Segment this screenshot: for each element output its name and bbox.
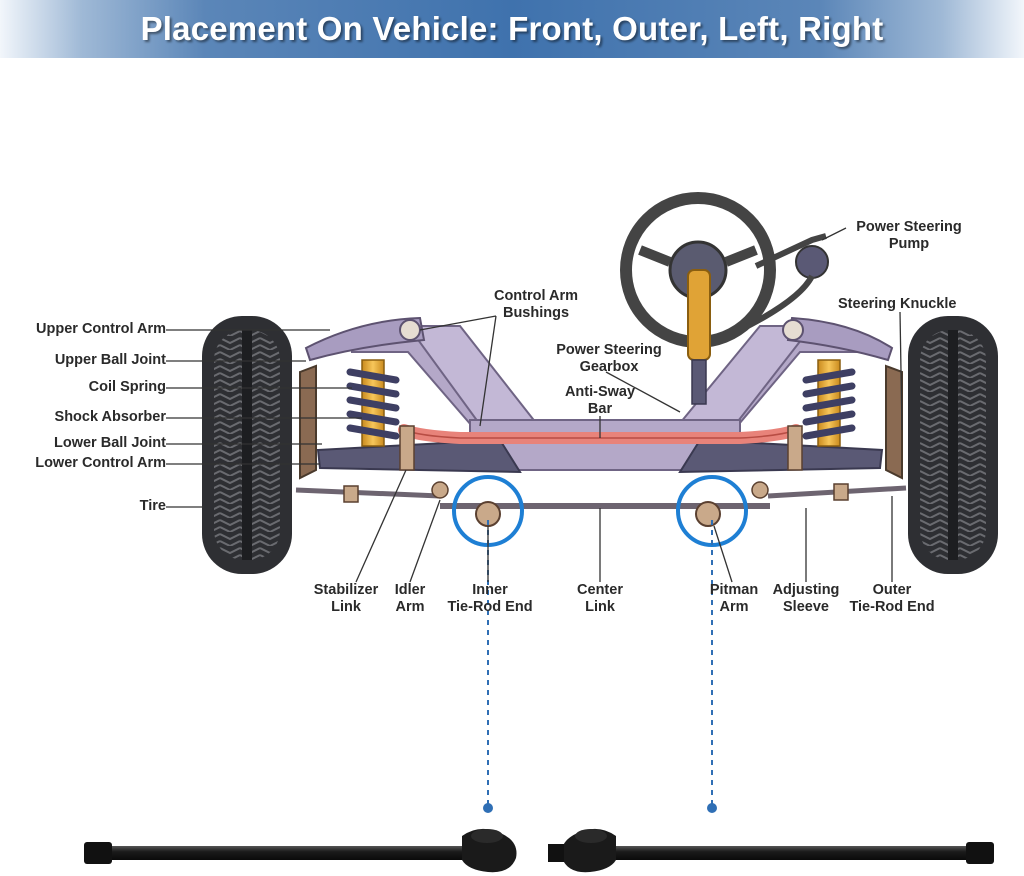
left-upper-control-arm — [304, 316, 426, 362]
label-power-steering-pump: Power Steering Pump — [856, 219, 962, 252]
leader-lines — [166, 227, 903, 583]
label-steering-knuckle: Steering Knuckle — [838, 296, 957, 312]
label-pitman-arm: Pitman Arm — [709, 582, 759, 615]
right-tire — [908, 316, 998, 574]
stabilizer-links — [399, 425, 803, 471]
label-stabilizer-link: Stabilizer Link — [313, 582, 379, 615]
steering-linkage — [295, 481, 907, 527]
steering-column — [687, 269, 711, 361]
right-upper-control-arm — [786, 316, 894, 362]
left-steering-knuckle — [299, 364, 317, 480]
page-title: Placement On Vehicle: Front, Outer, Left… — [140, 10, 884, 47]
tie-rod-part-icon — [84, 828, 517, 873]
tie-rod-part-icon — [548, 828, 994, 873]
label-upper-control-arm: Upper Control Arm — [36, 321, 166, 337]
dashed-connectors — [487, 520, 713, 804]
right-steering-knuckle — [885, 364, 903, 480]
label-tire: Tire — [139, 498, 166, 514]
title-banner: Placement On Vehicle: Front, Outer, Left… — [0, 0, 1024, 58]
right-upper-bushing — [782, 319, 804, 341]
label-outer-tie-rod-end: Outer Tie-Rod End — [849, 582, 935, 615]
left-upper-bushing — [399, 319, 421, 341]
label-inner-tie-rod-end: Inner Tie-Rod End — [447, 582, 533, 615]
label-power-steering-gearbox: Power Steering Gearbox — [556, 342, 662, 375]
label-shock-absorber: Shock Absorber — [54, 409, 166, 425]
left-lower-control-arm — [316, 438, 522, 474]
label-coil-spring: Coil Spring — [88, 379, 166, 395]
label-upper-ball-joint: Upper Ball Joint — [54, 352, 166, 368]
right-lower-control-arm — [678, 438, 884, 474]
label-idler-arm: Idler Arm — [394, 582, 426, 615]
right-coil-spring — [802, 359, 856, 447]
label-control-arm-bushings: Control Arm Bushings — [493, 288, 579, 321]
left-tire — [202, 316, 292, 574]
label-adjusting-sleeve: Adjusting Sleeve — [772, 582, 840, 615]
label-lower-ball-joint: Lower Ball Joint — [54, 435, 166, 451]
label-lower-control-arm: Lower Control Arm — [35, 455, 166, 471]
label-center-link: Center Link — [577, 582, 623, 615]
power-steering-pump — [738, 233, 829, 333]
label-anti-sway-bar: Anti-Sway Bar — [564, 384, 636, 417]
left-coil-spring — [346, 359, 400, 447]
